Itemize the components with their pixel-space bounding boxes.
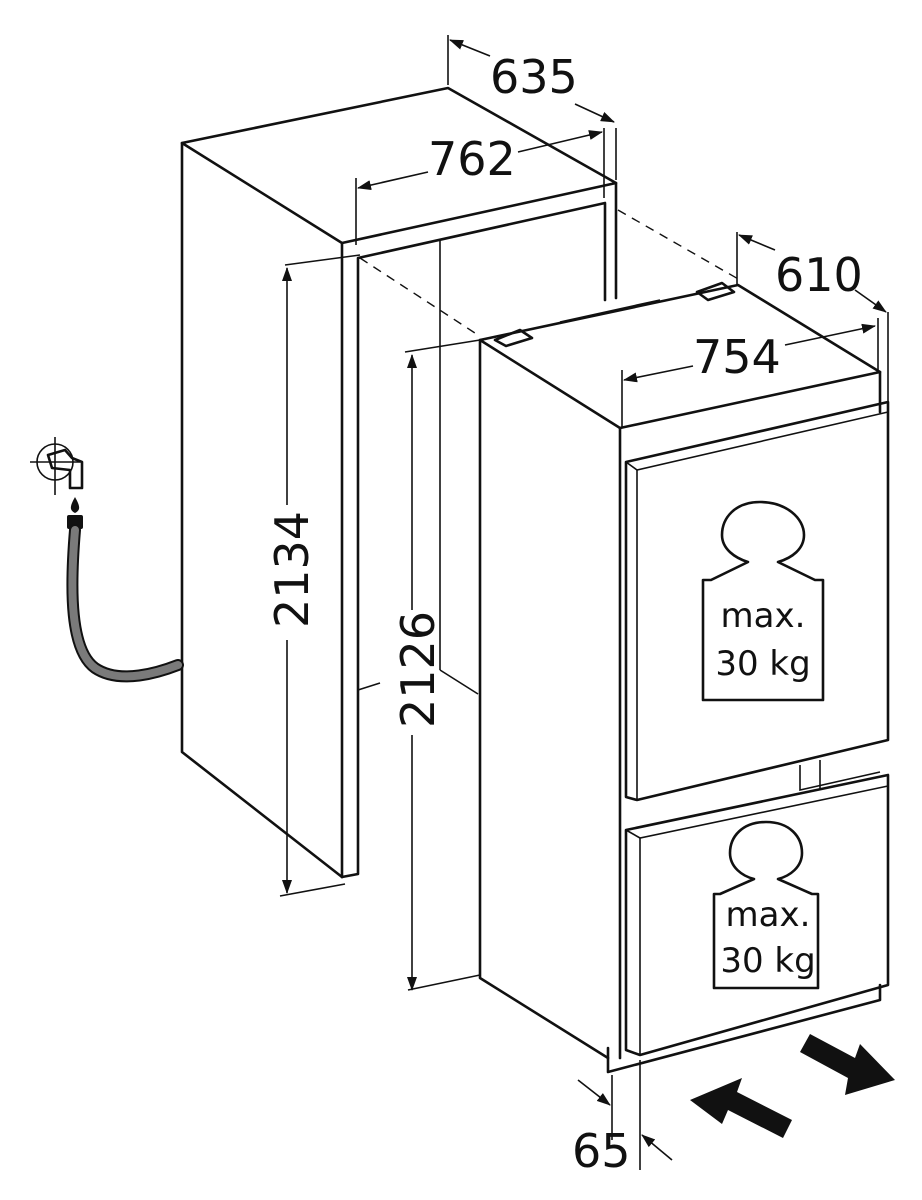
weight-icon	[701, 500, 825, 702]
dim-appliance-depth-label: 610	[775, 248, 863, 302]
dim-niche-depth-label: 635	[490, 50, 578, 104]
pull-out-arrow-icon	[800, 1034, 895, 1095]
lower-door	[624, 773, 890, 1057]
dim-door-offset-label: 65	[572, 1124, 631, 1178]
dim-appliance-height: 2126	[391, 339, 481, 991]
dim-niche-height: 2134	[265, 254, 361, 897]
upper-weight-badge: max. 30 kg	[701, 500, 825, 702]
appliance-body	[478, 281, 882, 1074]
dim-niche-width: 762	[355, 128, 605, 245]
dim-appliance-height-label: 2126	[391, 611, 445, 728]
dim-niche-width-label: 762	[428, 132, 516, 186]
dim-niche-depth: 635	[447, 35, 617, 180]
push-in-arrow-icon	[690, 1078, 792, 1138]
lower-weight-line1: max.	[726, 895, 811, 935]
upper-weight-line1: max.	[721, 596, 806, 636]
dim-niche-height-label: 2134	[265, 511, 319, 628]
niche-cabinet	[180, 86, 741, 879]
dim-appliance-width: 754	[621, 318, 879, 428]
dim-appliance-depth: 610	[736, 232, 889, 412]
door-gap	[799, 760, 881, 791]
upper-weight-line2: 30 kg	[715, 644, 810, 684]
lower-weight-badge: max. 30 kg	[712, 820, 820, 990]
water-hose-icon	[66, 524, 184, 683]
weight-icon	[712, 820, 820, 990]
lower-weight-line2: 30 kg	[720, 941, 815, 981]
dim-appliance-width-label: 754	[693, 330, 781, 384]
water-tap-icon	[30, 437, 84, 529]
upper-door	[624, 400, 890, 802]
dim-door-offset: 65	[572, 1060, 673, 1178]
